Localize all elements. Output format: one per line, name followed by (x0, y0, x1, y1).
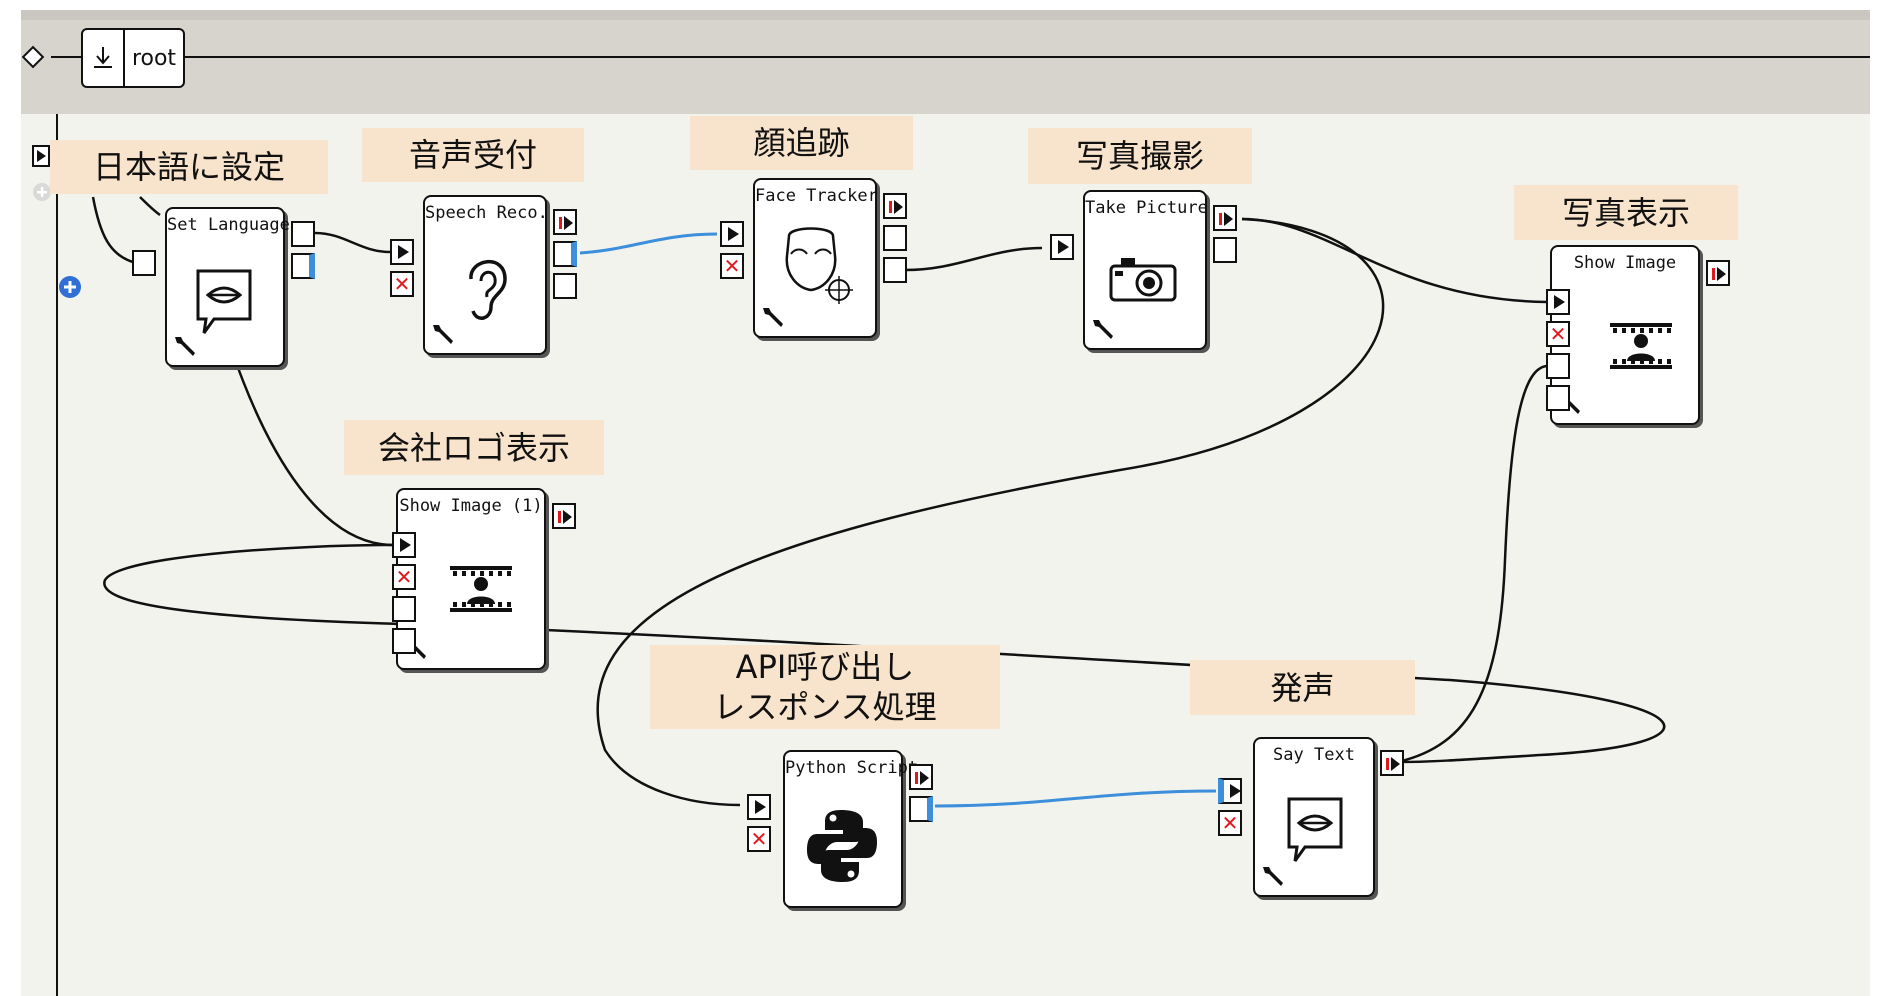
input-port-onStop[interactable]: ✕ (1218, 810, 1242, 836)
box-title: Take Picture (1085, 198, 1208, 218)
wrench-icon[interactable] (171, 333, 199, 363)
behavior-start-port[interactable] (32, 145, 50, 171)
comment-show-photo[interactable]: 写真表示 (1514, 185, 1738, 240)
box-title: Show Image (1) (399, 496, 543, 516)
window-top-strip (21, 10, 1870, 20)
output-port[interactable] (553, 273, 577, 299)
input-port-onStop[interactable]: ✕ (1546, 321, 1570, 347)
box-show-image-1[interactable]: Show Image (1) (396, 488, 546, 670)
wrench-icon[interactable] (429, 321, 457, 351)
box-title: Set Language (167, 215, 290, 235)
box-face-tracker[interactable]: Face Tracker (753, 178, 878, 338)
wrench-icon[interactable] (1259, 863, 1287, 893)
box-say-text[interactable]: Say Text (1253, 737, 1375, 897)
box-show-image[interactable]: Show Image (1550, 245, 1700, 425)
output-port-onStopped[interactable] (883, 193, 907, 219)
add-input-gray-icon[interactable] (31, 181, 53, 207)
root-breadcrumb-button[interactable]: root (81, 28, 185, 88)
output-port[interactable] (883, 225, 907, 251)
box-title: Speech Reco. (425, 203, 548, 223)
comment-api[interactable]: API呼び出し レスポンス処理 (650, 645, 1000, 729)
wire-saytext-to-showimage (1397, 364, 1548, 764)
input-port-onStart[interactable] (747, 794, 771, 820)
face-target-icon (777, 226, 859, 314)
wire-face-to-takepicture (904, 246, 1043, 272)
input-port-onStart[interactable] (720, 221, 744, 247)
box-python-script[interactable]: Python Script (783, 750, 919, 908)
output-port-onStopped[interactable] (553, 209, 577, 235)
add-input-blue-icon[interactable] (57, 274, 83, 304)
film-person-icon (448, 562, 514, 622)
wire-start-to-setlanguage (91, 196, 134, 264)
input-port[interactable] (1546, 353, 1570, 379)
output-port[interactable] (883, 257, 907, 283)
wire-takepicture-to-python (596, 217, 1385, 807)
output-port-active[interactable] (291, 253, 315, 279)
wire-takepicture-to-showimage (1241, 217, 1548, 304)
box-take-picture[interactable]: Take Picture (1083, 190, 1208, 350)
input-port-onStop[interactable]: ✕ (720, 253, 744, 279)
film-person-icon (1608, 319, 1674, 379)
input-port[interactable] (1546, 385, 1570, 411)
box-title: Face Tracker (755, 186, 878, 206)
comment-speech[interactable]: 音声受付 (362, 128, 584, 182)
down-arrow-ground-icon (83, 30, 125, 86)
input-port[interactable] (392, 628, 416, 654)
box-title: Python Script (785, 758, 919, 778)
wire-setlanguage-to-speech (314, 231, 391, 254)
comment-face[interactable]: 顔追跡 (690, 116, 913, 170)
input-port-onStart[interactable] (1546, 289, 1570, 315)
comment-take-picture[interactable]: 写真撮影 (1028, 128, 1252, 184)
input-port-onStop[interactable]: ✕ (747, 826, 771, 852)
output-port-onStopped[interactable] (552, 503, 576, 529)
breadcrumb: root (21, 20, 1870, 115)
output-port[interactable] (1213, 237, 1237, 263)
input-port-onStart[interactable] (392, 532, 416, 558)
output-port-onStopped[interactable] (1706, 260, 1730, 286)
input-port-onStart[interactable] (132, 250, 156, 276)
input-port-onStop[interactable]: ✕ (392, 564, 416, 590)
comment-set-language[interactable]: 日本語に設定 (50, 140, 328, 194)
wire-python-to-saytext (934, 789, 1217, 808)
box-title: Say Text (1273, 745, 1355, 765)
root-label: root (131, 45, 177, 71)
wire-setlanguage-to-showimage1 (235, 364, 394, 547)
speech-bubble-lips-icon (194, 267, 254, 343)
speech-bubble-lips-icon (1285, 795, 1345, 871)
output-port-onStopped[interactable] (909, 764, 933, 790)
output-port-onStopped[interactable] (1380, 750, 1404, 776)
output-port-onStopped[interactable] (1213, 205, 1237, 231)
python-logo-icon (805, 806, 879, 890)
wrench-icon[interactable] (759, 304, 787, 334)
box-set-language[interactable]: Set Language (165, 207, 290, 367)
ear-icon (459, 249, 515, 331)
input-port-onStart[interactable] (1218, 778, 1242, 804)
wire-speech-to-face (579, 232, 718, 255)
wrench-icon[interactable] (1089, 316, 1117, 346)
box-title: Show Image (1573, 253, 1677, 273)
camera-icon (1109, 256, 1179, 308)
comment-logo[interactable]: 会社ロゴ表示 (344, 420, 604, 475)
comment-say[interactable]: 発声 (1190, 660, 1415, 715)
canvas-left-rule (56, 114, 58, 996)
output-port[interactable] (909, 796, 933, 822)
box-speech-reco[interactable]: Speech Reco. (423, 195, 548, 355)
input-port-onStart[interactable] (1050, 234, 1074, 260)
output-port-word[interactable] (553, 241, 577, 267)
input-port[interactable] (392, 596, 416, 622)
output-port[interactable] (291, 221, 315, 247)
input-port-onStop[interactable]: ✕ (390, 271, 414, 297)
timeline-line (51, 56, 1870, 58)
input-port-onStart[interactable] (390, 239, 414, 265)
